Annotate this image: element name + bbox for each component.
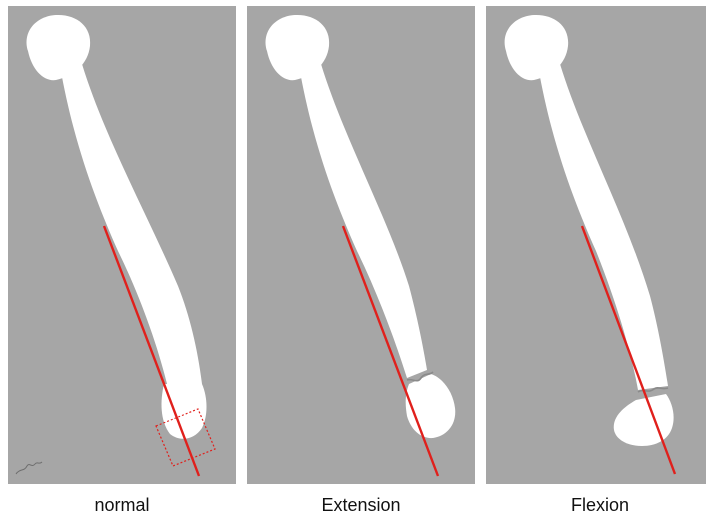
panel-extension: [247, 6, 475, 484]
normal-humerus-diagram: [8, 6, 236, 484]
humeral-shaft: [538, 64, 668, 390]
panel-normal: [8, 6, 236, 484]
humeral-shaft: [299, 64, 427, 378]
panel-flexion: [486, 6, 706, 484]
caption-normal: normal: [8, 494, 236, 516]
caption-extension: Extension: [247, 494, 475, 516]
distal-fragment: [406, 374, 456, 438]
caption-flexion: Flexion: [486, 494, 706, 516]
extension-humerus-diagram: [247, 6, 475, 484]
flexion-humerus-diagram: [486, 6, 706, 484]
signature-scribble: [16, 462, 42, 474]
humeral-shaft: [60, 64, 202, 388]
distal-fragment: [614, 394, 674, 446]
